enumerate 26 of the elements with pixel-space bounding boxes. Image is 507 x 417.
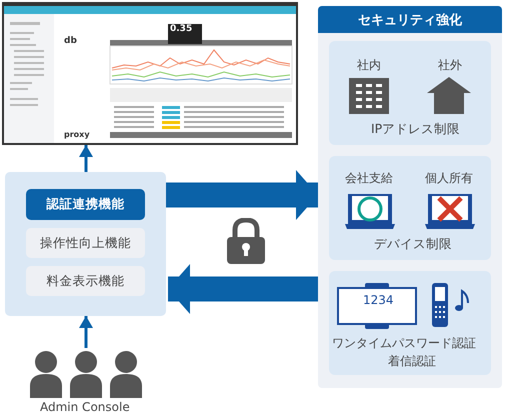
restriction-panel: [329, 41, 491, 145]
device-label: 会社支給: [345, 170, 393, 187]
auth-label: ワンタイムパスワード認証: [332, 335, 476, 352]
arrow: [166, 170, 318, 220]
security-panel: [318, 6, 502, 388]
console-label: Admin Console: [40, 400, 130, 414]
restriction-label: デバイス制限: [374, 236, 452, 253]
restriction-panel: [329, 271, 491, 375]
function-box: 料金表示機能: [26, 266, 145, 296]
feature-panel: [5, 172, 166, 316]
token-code: 1234: [363, 293, 394, 307]
restriction-panel: [329, 156, 491, 260]
section-heading: proxy: [64, 130, 90, 139]
tooltip-value: 0.35: [170, 24, 192, 34]
arrow: [79, 145, 93, 172]
section-heading: db: [64, 36, 77, 46]
device-label: 個人所有: [425, 170, 473, 187]
function-box: 操作性向上機能: [26, 228, 145, 258]
location-label: 社外: [438, 57, 462, 74]
arrow: [168, 264, 318, 314]
auth-label: 着信認証: [388, 353, 436, 370]
arrow: [79, 316, 93, 348]
panel-header: セキュリティ強化: [318, 6, 502, 33]
location-label: 社内: [357, 57, 381, 74]
restriction-label: IPアドレス制限: [371, 121, 460, 138]
function-box: 認証連携機能: [26, 189, 145, 220]
